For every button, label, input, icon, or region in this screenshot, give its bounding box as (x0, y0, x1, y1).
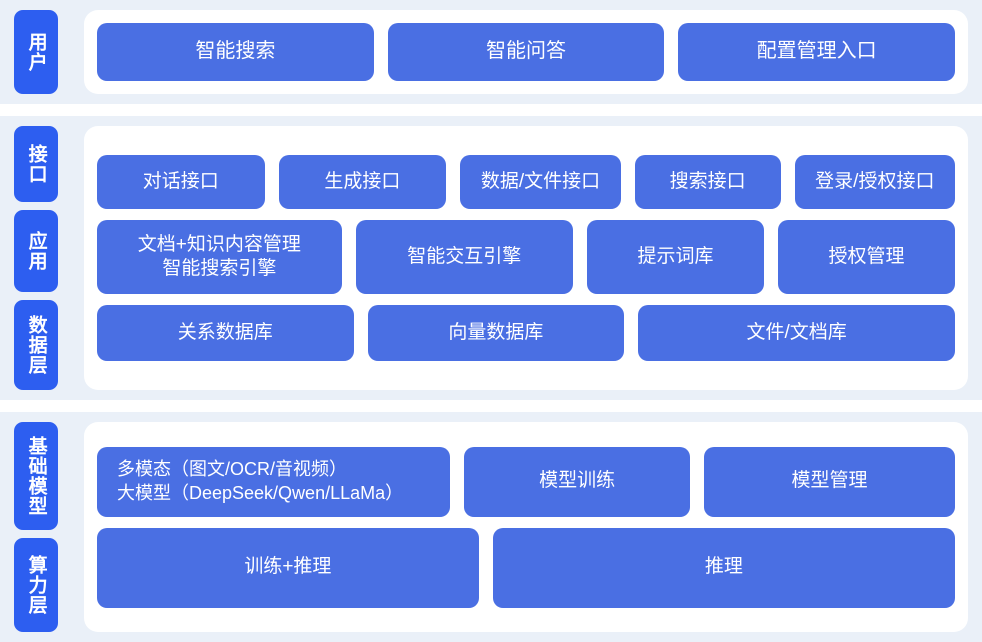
side-tab-user[interactable]: 用户 (14, 10, 58, 94)
card-infrastructure: 多模态（图文/OCR/音视频） 大模型（DeepSeek/Qwen/LLaMa）… (84, 422, 968, 632)
box-generation-interface[interactable]: 生成接口 (278, 155, 447, 209)
box-inference[interactable]: 推理 (492, 527, 955, 608)
box-data-file-interface[interactable]: 数据/文件接口 (460, 155, 621, 209)
row-interface: 对话接口 生成接口 数据/文件接口 搜索接口 登录/授权接口 (97, 155, 956, 209)
box-prompt-library[interactable]: 提示词库 (586, 220, 764, 294)
box-authorization-management[interactable]: 授权管理 (777, 220, 955, 294)
card-user: 智能搜索 智能问答 配置管理入口 (84, 10, 968, 94)
box-relational-database[interactable]: 关系数据库 (97, 305, 354, 361)
section-middle: 接口 应用 数据层 对话接口 生成接口 数据/文件接口 搜索接口 登录/授权接口… (0, 116, 982, 400)
section-user: 用户 智能搜索 智能问答 配置管理入口 (0, 0, 982, 104)
box-interaction-engine[interactable]: 智能交互引擎 (355, 220, 573, 294)
box-login-auth-interface[interactable]: 登录/授权接口 (794, 155, 956, 209)
box-model-training[interactable]: 模型训练 (464, 446, 691, 517)
section-infrastructure: 基础模型 算力层 多模态（图文/OCR/音视频） 大模型（DeepSeek/Qw… (0, 412, 982, 642)
box-intelligent-qa[interactable]: 智能问答 (387, 23, 665, 81)
side-tab-foundation-model[interactable]: 基础模型 (14, 422, 58, 530)
box-file-document-store[interactable]: 文件/文档库 (638, 305, 955, 361)
row-application: 文档+知识内容管理 智能搜索引擎 智能交互引擎 提示词库 授权管理 (97, 220, 955, 294)
box-training-and-inference[interactable]: 训练+推理 (97, 527, 479, 608)
side-tab-column-infrastructure: 基础模型 算力层 (0, 412, 72, 642)
side-tab-column-middle: 接口 应用 数据层 (0, 116, 72, 400)
box-config-management-entry[interactable]: 配置管理入口 (678, 23, 956, 81)
box-dialog-interface[interactable]: 对话接口 (97, 155, 265, 209)
side-tab-column-user: 用户 (0, 0, 72, 104)
row-compute-layer: 训练+推理 推理 (97, 527, 955, 608)
box-vector-database[interactable]: 向量数据库 (367, 305, 625, 361)
box-intelligent-search[interactable]: 智能搜索 (97, 23, 374, 81)
side-tab-application[interactable]: 应用 (14, 210, 58, 292)
row-user-entries: 智能搜索 智能问答 配置管理入口 (97, 23, 956, 81)
row-foundation-model: 多模态（图文/OCR/音视频） 大模型（DeepSeek/Qwen/LLaMa）… (97, 446, 955, 517)
card-middle: 对话接口 生成接口 数据/文件接口 搜索接口 登录/授权接口 文档+知识内容管理… (84, 126, 968, 390)
side-tab-interface[interactable]: 接口 (14, 126, 58, 202)
side-tab-data-layer[interactable]: 数据层 (14, 300, 58, 390)
box-search-interface[interactable]: 搜索接口 (634, 155, 781, 209)
row-data-layer: 关系数据库 向量数据库 文件/文档库 (97, 305, 955, 361)
side-tab-compute-layer[interactable]: 算力层 (14, 538, 58, 632)
box-document-knowledge-management[interactable]: 文档+知识内容管理 智能搜索引擎 (97, 220, 342, 294)
box-multimodal-large-model[interactable]: 多模态（图文/OCR/音视频） 大模型（DeepSeek/Qwen/LLaMa） (97, 446, 451, 517)
box-model-management[interactable]: 模型管理 (704, 446, 955, 517)
